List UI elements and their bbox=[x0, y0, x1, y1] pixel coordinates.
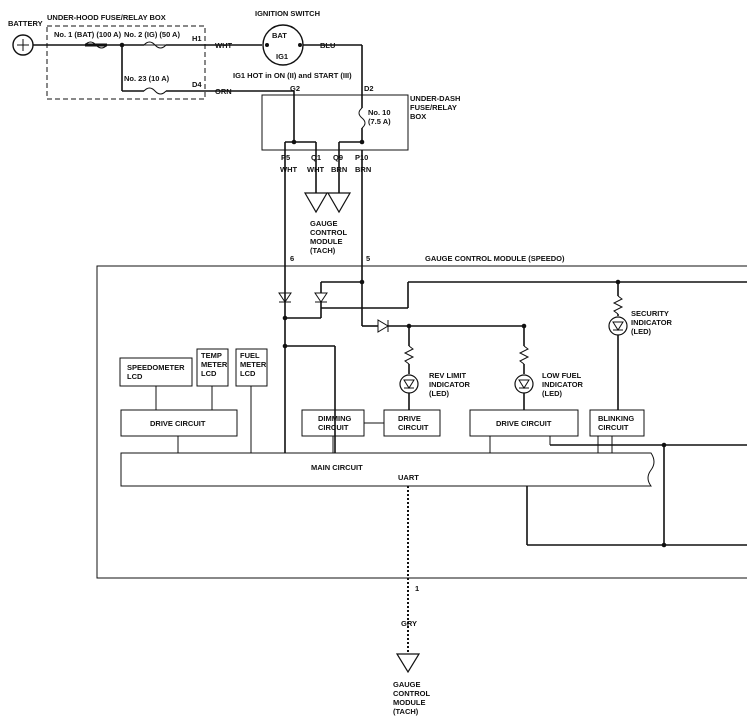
rev-limit-label-2: INDICATOR bbox=[429, 380, 471, 389]
bottom-tach-label-4: (TACH) bbox=[393, 707, 419, 716]
main-circuit-label: MAIN CIRCUIT bbox=[311, 463, 363, 472]
underhood-box-outline bbox=[46, 25, 206, 100]
uart-label: UART bbox=[398, 473, 419, 482]
fuel-label-1: FUEL bbox=[240, 351, 260, 360]
pin-6: 6 bbox=[290, 254, 294, 263]
underdash-box-outline bbox=[261, 94, 409, 151]
main-circuit-box bbox=[120, 452, 655, 487]
drive-circuit-mid-box bbox=[383, 409, 441, 437]
connector-d4: D4 bbox=[192, 80, 202, 89]
diode-pin5 bbox=[314, 292, 328, 303]
ig1-note: IG1 HOT in ON (II) and START (III) bbox=[233, 71, 352, 80]
underdash-label-1: UNDER-DASH bbox=[410, 94, 460, 103]
speedometer-label-1: SPEEDOMETER bbox=[127, 363, 185, 372]
resistor-rev-limit bbox=[403, 345, 415, 365]
blinking-label-1: BLINKING bbox=[598, 414, 634, 423]
fuel-label-3: LCD bbox=[240, 369, 256, 378]
drive-circuit-right-label: DRIVE CIRCUIT bbox=[496, 419, 552, 428]
rev-limit-label-1: REV LIMIT bbox=[429, 371, 467, 380]
dimming-label-2: CIRCUIT bbox=[318, 423, 349, 432]
ignition-ig1-label: IG1 bbox=[276, 52, 288, 61]
fuel-label-2: METER bbox=[240, 360, 267, 369]
speedometer-label-2: LCD bbox=[127, 372, 143, 381]
low-fuel-label-3: (LED) bbox=[542, 389, 562, 398]
connector-h1: H1 bbox=[192, 34, 202, 43]
drive-mid-label-1: DRIVE bbox=[398, 414, 421, 423]
low-fuel-label-2: INDICATOR bbox=[542, 380, 584, 389]
pin-1: 1 bbox=[415, 584, 419, 593]
resistor-security bbox=[612, 295, 624, 315]
tach-arrow-q9 bbox=[326, 192, 352, 214]
fuse-23-label: No. 23 (10 A) bbox=[124, 74, 170, 83]
fuse-2-symbol bbox=[143, 41, 167, 49]
fuse-2-label: No. 2 (IG) (50 A) bbox=[124, 30, 180, 39]
gauge-module-title: GAUGE CONTROL MODULE (SPEEDO) bbox=[425, 254, 565, 263]
tach-label-2: CONTROL bbox=[310, 228, 347, 237]
battery-label: BATTERY bbox=[8, 19, 43, 28]
ignition-bat-label: BAT bbox=[272, 31, 287, 40]
connector-q9: Q9 bbox=[333, 153, 343, 162]
battery-symbol bbox=[12, 34, 34, 56]
drive-mid-label-2: CIRCUIT bbox=[398, 423, 429, 432]
drive-circuit-left-label: DRIVE CIRCUIT bbox=[150, 419, 206, 428]
dimming-label-1: DIMMING bbox=[318, 414, 351, 423]
security-label-3: (LED) bbox=[631, 327, 651, 336]
led-low-fuel bbox=[514, 374, 534, 394]
bottom-tach-label-2: CONTROL bbox=[393, 689, 430, 698]
tach-label-1: GAUGE bbox=[310, 219, 338, 228]
pin-5: 5 bbox=[366, 254, 370, 263]
wire-p10-color: BRN bbox=[355, 165, 371, 174]
blinking-circuit-box bbox=[589, 409, 645, 437]
wire-color-gry: GRY bbox=[401, 619, 417, 628]
drive-circuit-left-box bbox=[120, 409, 238, 437]
temp-label-3: LCD bbox=[201, 369, 217, 378]
tach-label-3: MODULE bbox=[310, 237, 343, 246]
tach-arrow-bottom bbox=[395, 653, 421, 674]
bottom-tach-label-3: MODULE bbox=[393, 698, 426, 707]
led-security bbox=[608, 316, 628, 336]
underdash-label-3: BOX bbox=[410, 112, 426, 121]
wire-p5-color: WHT bbox=[280, 165, 297, 174]
resistor-low-fuel bbox=[518, 345, 530, 365]
wire-color-wht: WHT bbox=[215, 41, 232, 50]
ignition-switch-label: IGNITION SWITCH bbox=[255, 9, 320, 18]
blinking-label-2: CIRCUIT bbox=[598, 423, 629, 432]
fuse-10-label-2: (7.5 A) bbox=[368, 117, 391, 126]
led-rev-limit bbox=[399, 374, 419, 394]
temp-label-1: TEMP bbox=[201, 351, 222, 360]
tach-arrow-q1 bbox=[303, 192, 329, 214]
low-fuel-label-1: LOW FUEL bbox=[542, 371, 582, 380]
fuse-23-symbol bbox=[143, 87, 167, 95]
tach-label-4: (TACH) bbox=[310, 246, 336, 255]
wire-color-blu: BLU bbox=[320, 41, 335, 50]
fuse-10-label-1: No. 10 bbox=[368, 108, 391, 117]
security-label-1: SECURITY bbox=[631, 309, 669, 318]
connector-g2: G2 bbox=[290, 84, 300, 93]
underhood-box-label: UNDER-HOOD FUSE/RELAY BOX bbox=[47, 13, 166, 22]
drive-circuit-right-box bbox=[469, 409, 579, 437]
diode-rev-limit bbox=[377, 319, 389, 333]
wire-color-orn: ORN bbox=[215, 87, 232, 96]
security-label-2: INDICATOR bbox=[631, 318, 673, 327]
rev-limit-label-3: (LED) bbox=[429, 389, 449, 398]
temp-label-2: METER bbox=[201, 360, 228, 369]
connector-d2: D2 bbox=[364, 84, 374, 93]
fuse-1-label: No. 1 (BAT) (100 A) bbox=[54, 30, 122, 39]
fuse-1-symbol bbox=[84, 41, 108, 49]
diode-pin6 bbox=[278, 292, 292, 303]
fuse-10-symbol bbox=[358, 107, 366, 129]
bottom-tach-label-1: GAUGE bbox=[393, 680, 421, 689]
underdash-label-2: FUSE/RELAY bbox=[410, 103, 457, 112]
gauge-module-outline bbox=[96, 265, 747, 579]
